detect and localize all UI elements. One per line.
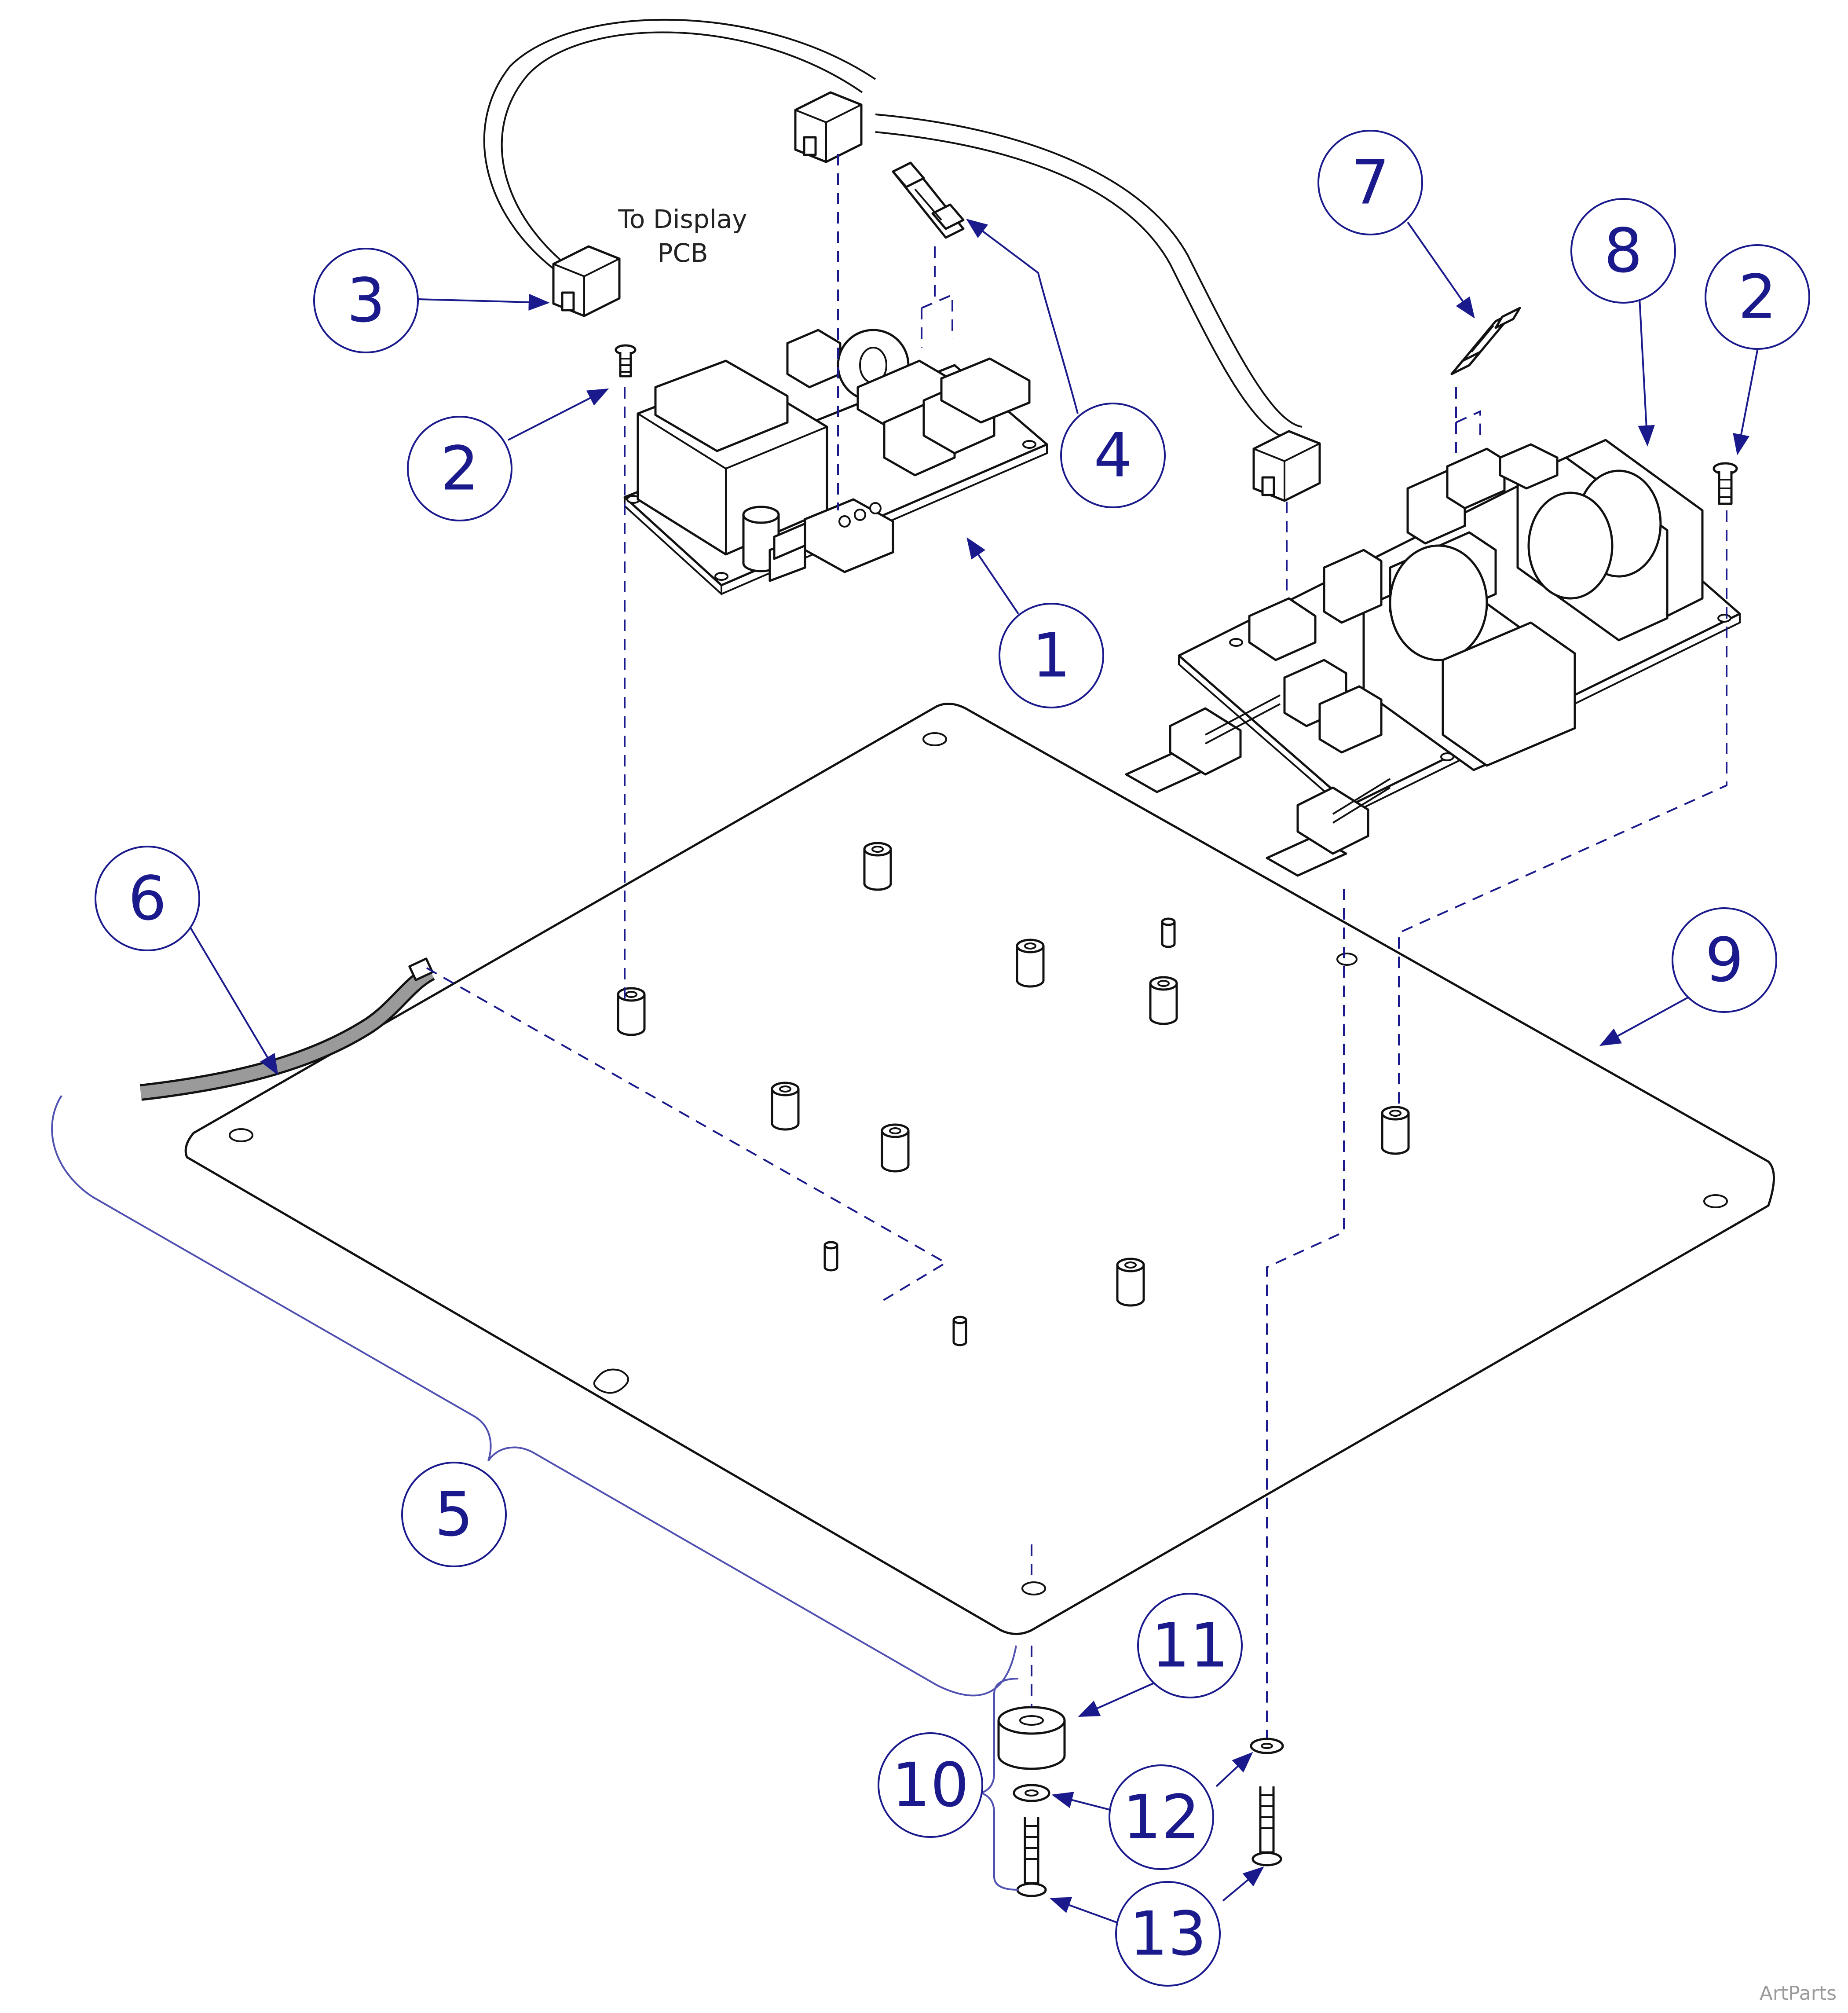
screw bbox=[1016, 1817, 1047, 1897]
svg-text:13: 13 bbox=[1129, 1899, 1207, 1969]
callout-10: 10 bbox=[878, 1732, 983, 1838]
standoff bbox=[881, 1123, 910, 1173]
stud bbox=[952, 1316, 967, 1346]
standoffs bbox=[617, 842, 1410, 1346]
standoff bbox=[863, 842, 892, 891]
callout-9: 9 bbox=[1672, 907, 1777, 1013]
washer bbox=[1250, 1738, 1284, 1754]
base-plate bbox=[184, 703, 1775, 1635]
callout-5: 5 bbox=[401, 1462, 507, 1567]
callout-7: 7 bbox=[1317, 130, 1423, 235]
ground-wire bbox=[139, 957, 435, 1101]
note-line-2: PCB bbox=[657, 238, 708, 268]
callout-2-right: 2 bbox=[1705, 244, 1810, 350]
svg-text:3: 3 bbox=[347, 265, 385, 336]
svg-text:7: 7 bbox=[1351, 147, 1390, 218]
note-line-1: To Display bbox=[618, 204, 747, 234]
callout-4: 4 bbox=[1060, 403, 1166, 508]
pcb-1 bbox=[623, 329, 1048, 596]
svg-text:8: 8 bbox=[1604, 216, 1643, 286]
pcb-8 bbox=[1125, 439, 1741, 877]
callout-2-left: 2 bbox=[407, 416, 512, 521]
svg-text:9: 9 bbox=[1705, 925, 1744, 996]
ribbon-connector bbox=[794, 91, 863, 163]
callout-13: 13 bbox=[1115, 1881, 1221, 1987]
screw bbox=[1713, 462, 1738, 505]
svg-text:11: 11 bbox=[1151, 1610, 1229, 1681]
washer bbox=[1013, 1784, 1050, 1802]
callout-8: 8 bbox=[1570, 198, 1676, 304]
svg-text:10: 10 bbox=[892, 1750, 969, 1821]
standoff bbox=[1381, 1106, 1410, 1155]
callout-1: 1 bbox=[999, 603, 1104, 708]
standoff bbox=[1149, 976, 1178, 1025]
stud bbox=[823, 1241, 838, 1272]
stud bbox=[1161, 917, 1176, 948]
leader-lines bbox=[186, 219, 1760, 1926]
fuse-7 bbox=[1450, 307, 1521, 375]
svg-text:1: 1 bbox=[1032, 620, 1071, 691]
rubber-foot bbox=[997, 1706, 1066, 1770]
callout-3: 3 bbox=[313, 248, 419, 353]
standoff bbox=[1116, 1258, 1145, 1307]
svg-text:5: 5 bbox=[435, 1479, 473, 1550]
standoff bbox=[771, 1082, 800, 1131]
svg-text:6: 6 bbox=[128, 863, 167, 934]
assembly-brace bbox=[51, 1095, 1017, 1697]
to-display-pcb-note: To Display PCB bbox=[618, 204, 747, 268]
cable-harness bbox=[483, 18, 1303, 441]
watermark: ArtParts bbox=[1760, 1982, 1837, 2005]
svg-text:12: 12 bbox=[1123, 1782, 1200, 1853]
svg-text:2: 2 bbox=[1738, 262, 1777, 333]
assembly-lines bbox=[426, 154, 1727, 1738]
svg-text:4: 4 bbox=[1094, 420, 1132, 491]
ribbon-connector bbox=[1252, 430, 1321, 502]
callout-12: 12 bbox=[1109, 1764, 1214, 1870]
callout-11: 11 bbox=[1137, 1593, 1243, 1698]
standoff bbox=[617, 987, 646, 1036]
svg-text:2: 2 bbox=[440, 433, 479, 504]
callout-6: 6 bbox=[95, 846, 200, 951]
ribbon-connector bbox=[552, 245, 621, 317]
screw bbox=[615, 344, 637, 378]
standoff bbox=[1016, 939, 1045, 988]
screw bbox=[1252, 1786, 1282, 1866]
fuse-4 bbox=[892, 161, 965, 239]
